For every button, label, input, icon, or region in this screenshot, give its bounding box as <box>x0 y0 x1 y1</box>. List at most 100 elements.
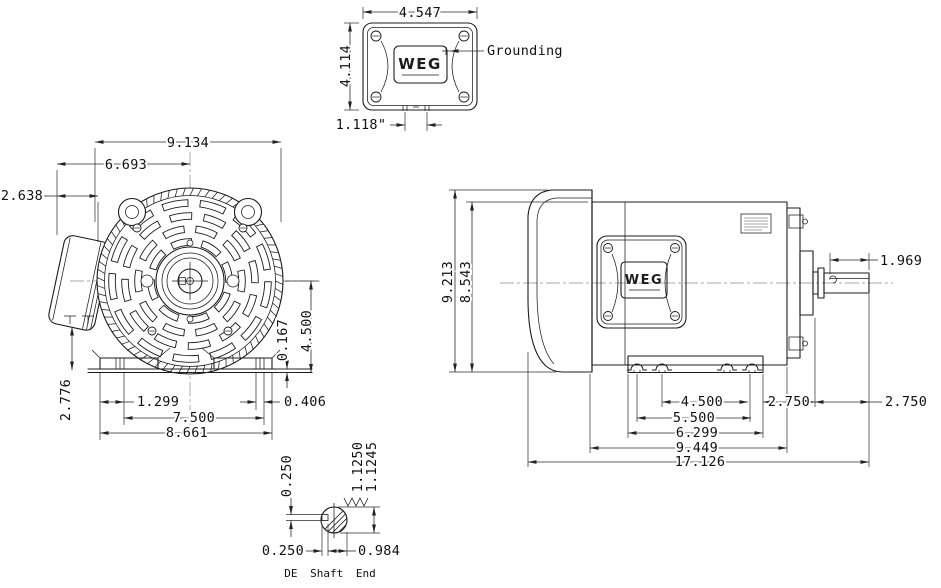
hatch-line <box>339 507 347 533</box>
dim-shaft-dia-max: 1.1250 <box>350 442 366 493</box>
rim-serration-tick <box>273 295 282 301</box>
dim-foot-length: 6.299 <box>676 425 718 441</box>
dim-foot-edge-to-slot: 1.299 <box>137 394 179 410</box>
vent-slot <box>195 225 218 240</box>
rim-serration-tick <box>272 302 280 309</box>
dim-key-depth: 0.250 <box>262 543 304 559</box>
dim-front-overall-width: 9.134 <box>167 135 209 151</box>
fan-cover-side <box>527 189 593 373</box>
rim-serration-tick <box>259 329 265 338</box>
dim-key-width: 0.250 <box>279 455 295 497</box>
weg-logo-side: WEG <box>620 261 668 299</box>
hub-mid <box>161 252 219 310</box>
rim-serration-tick <box>259 230 269 233</box>
vent-slot <box>139 220 162 240</box>
dim-shaft-center-height: 4.500 <box>299 310 315 352</box>
front-feet <box>87 347 313 374</box>
dim-frame-length: 9.449 <box>676 440 718 456</box>
rim-serration-tick <box>274 265 283 269</box>
conduit-box-outline <box>362 22 478 111</box>
cover-seam-right <box>451 40 460 93</box>
drive-end <box>786 207 870 359</box>
rim-serration-tick <box>244 346 248 355</box>
rim-serration-tick <box>121 341 130 345</box>
logo-text: WEG <box>398 55 442 73</box>
dim-box-bottom-to-base: 2.776 <box>58 379 74 421</box>
conduit-box-side: WEG <box>596 235 687 329</box>
bolt-top <box>788 214 804 229</box>
rim-serration-tick <box>264 237 273 239</box>
rim-serration-tick <box>96 277 105 282</box>
rim-serration-tick <box>182 187 186 196</box>
dim-overall-length: 17.126 <box>675 454 726 470</box>
rim-serration-tick <box>133 350 142 356</box>
rim-serration-tick <box>116 335 125 339</box>
vent-slot <box>158 304 180 322</box>
logo-border <box>393 45 448 84</box>
rim-serration-tick <box>263 323 270 331</box>
nameplate <box>740 213 772 234</box>
foot-bolt-slot <box>627 363 647 371</box>
grounding-label: Grounding <box>487 43 563 59</box>
rim-serration-tick <box>204 189 210 198</box>
rim-serration-tick <box>211 191 218 199</box>
rim-serration-tick <box>232 355 234 364</box>
vent-slot <box>240 315 263 342</box>
rim-serration-tick <box>97 293 106 297</box>
dim-box-height: 4.114 <box>338 45 354 87</box>
vent-slot <box>149 249 167 271</box>
rim-serration-tick <box>106 238 113 246</box>
vent-slot <box>187 339 212 350</box>
grounding-screw <box>442 47 450 55</box>
dim-foot-overall-width: 8.661 <box>166 425 208 441</box>
shaft <box>823 272 870 294</box>
rim-serration-tick <box>218 361 220 370</box>
rim-serration-tick <box>167 190 170 199</box>
vent-slot <box>209 342 237 360</box>
drain-plugs <box>64 315 94 324</box>
vent-slot <box>195 322 218 337</box>
vent-slot <box>241 293 258 318</box>
dim-foot-slot-width: 0.406 <box>284 394 326 410</box>
rim-serration-tick <box>275 280 284 285</box>
lifting-eye-right-hole <box>241 205 255 219</box>
side-feet <box>592 355 787 374</box>
vent-slot <box>162 322 185 337</box>
knockout-marks <box>402 105 430 111</box>
rim-serration-tick <box>98 261 107 267</box>
vent-slot <box>213 291 231 313</box>
vent-slot <box>162 225 185 240</box>
rim-serration-tick <box>270 309 277 317</box>
shaft-detail-label: DE Shaft End <box>284 567 375 580</box>
vent-slot <box>248 259 259 284</box>
rim-serration-tick <box>270 251 279 253</box>
dim-box-depth: 2.638 <box>1 188 43 204</box>
rim-serration-tick <box>174 188 178 197</box>
vent-slot <box>137 337 164 358</box>
vent-slot <box>110 235 129 263</box>
weg-logo-top: WEG <box>393 45 448 84</box>
vent-slot <box>122 244 139 269</box>
vent-slot <box>231 230 251 253</box>
hub-screw-top <box>186 239 194 247</box>
rim-serration-tick <box>197 188 202 197</box>
surface-finish-symbol <box>343 497 369 507</box>
dim-keyway-length: 1.969 <box>880 253 922 269</box>
foot-bolt-slot <box>717 363 737 371</box>
hatch-line <box>321 507 347 533</box>
logo-text: WEG <box>625 273 663 288</box>
keyway-runout <box>829 275 837 284</box>
vent-slot <box>237 269 246 293</box>
vent-slot <box>199 199 227 215</box>
rim-serration-tick <box>140 354 148 361</box>
foot-slot-lines <box>115 358 265 369</box>
hub-inner <box>166 257 214 305</box>
rim-serration-tick <box>99 301 108 304</box>
conduit-box-inner-line <box>367 27 473 106</box>
dim-shaft-extension: 2.750 <box>885 394 927 410</box>
hub-ear-right <box>226 274 240 288</box>
front-view-fan-end: 9.134 6.693 2.638 2.776 1.299 0.406 7.50… <box>0 133 328 443</box>
cover-screws <box>370 30 470 103</box>
lifting-eye-right <box>233 197 263 227</box>
